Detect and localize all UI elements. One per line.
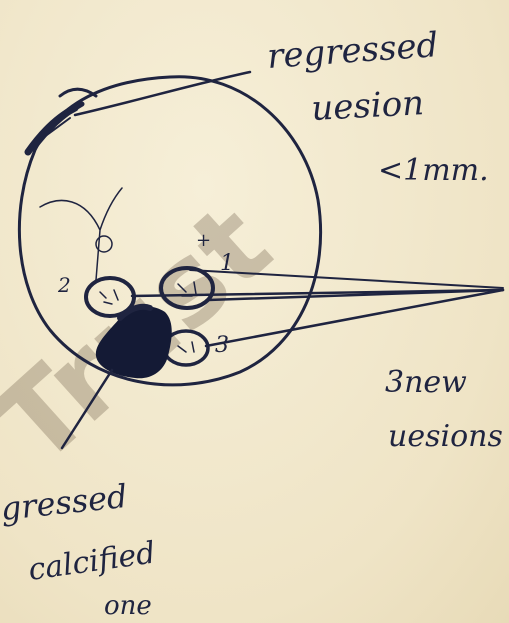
annotation-regressed: regressed <box>266 25 440 77</box>
label-lesion-2: 2 <box>57 273 71 297</box>
annotation-uesions: uesions <box>388 419 503 454</box>
annotation-uesion: uesion <box>310 83 425 129</box>
annotation-one: one <box>104 591 152 621</box>
label-lesion-3: 3 <box>215 333 229 358</box>
label-lesion-1: 1 <box>220 251 234 276</box>
annotation-size: <1mm. <box>378 153 489 188</box>
annotation-calcified: calcified <box>26 535 157 587</box>
vessel-line <box>40 188 122 280</box>
annotation-gressed: gressed <box>0 477 129 528</box>
label-plus: + <box>196 230 211 251</box>
annotation-3new: 3new <box>385 365 467 400</box>
